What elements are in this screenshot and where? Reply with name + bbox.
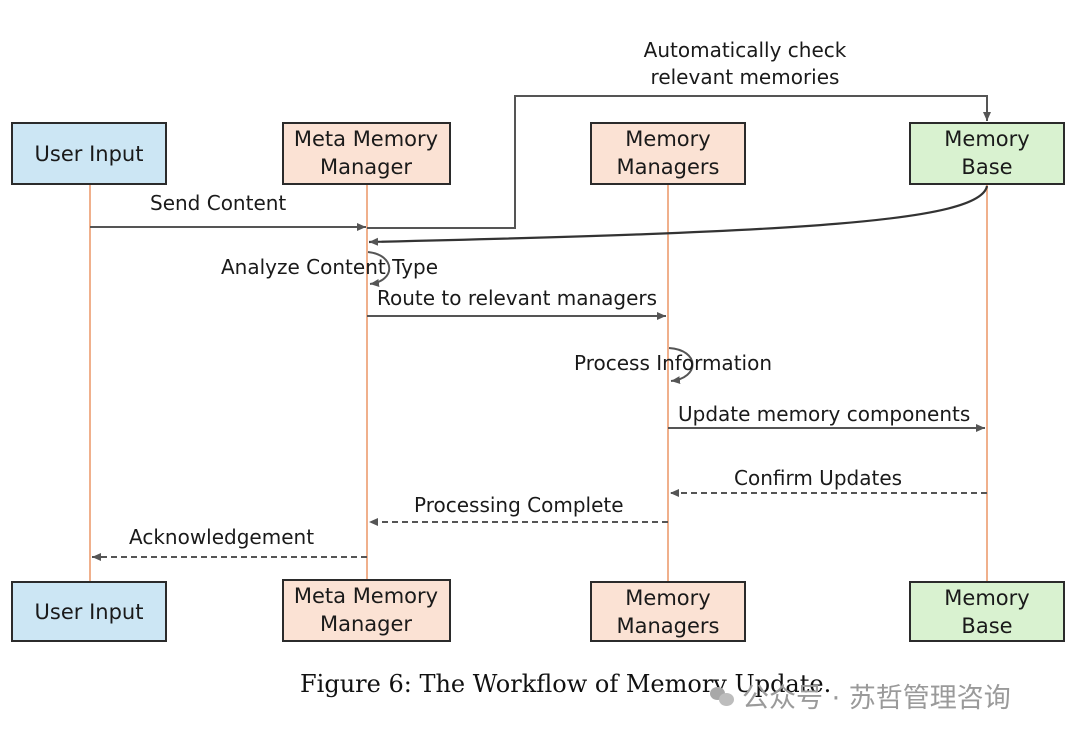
route-label: Route to relevant managers <box>377 286 657 310</box>
participant-label: Memory <box>625 586 710 610</box>
processing-complete-label: Processing Complete <box>414 493 624 517</box>
memory-base-return-arrow <box>368 185 989 246</box>
watermark-text: 公众号 · 苏哲管理咨询 <box>742 683 1011 714</box>
participant-user-input-bottom: User Input <box>11 581 167 642</box>
participant-label: Manager <box>320 155 412 179</box>
participant-meta-memory-manager-bottom: Meta Memory Manager <box>282 579 451 642</box>
process-self-loop-arrow <box>668 347 694 385</box>
auto-check-label: relevant memories <box>651 65 840 89</box>
participant-label: Base <box>961 155 1012 179</box>
participant-label: Manager <box>320 612 412 636</box>
auto-check-label: Automatically check <box>644 38 847 62</box>
figure-caption: Figure 6: The Workflow of Memory Update. <box>300 670 832 698</box>
auto-check-arrow <box>367 95 991 229</box>
participant-label: Memory <box>944 127 1029 151</box>
participant-user-input-top: User Input <box>11 122 167 185</box>
acknowledgement-label: Acknowledgement <box>129 525 314 549</box>
update-components-label: Update memory components <box>678 402 970 426</box>
process-information-label: Process Information <box>574 351 772 375</box>
participant-memory-base-bottom: Memory Base <box>909 581 1065 642</box>
participant-label: Meta Memory <box>294 584 438 608</box>
wechat-icon <box>710 684 734 708</box>
participant-memory-base-top: Memory Base <box>909 122 1065 185</box>
participant-memory-managers-top: Memory Managers <box>590 122 746 185</box>
participant-label: Memory <box>944 586 1029 610</box>
participant-label: Memory <box>625 127 710 151</box>
participant-label: Managers <box>617 155 720 179</box>
watermark: 公众号 · 苏哲管理咨询 <box>710 676 1011 715</box>
confirm-updates-label: Confirm Updates <box>734 466 902 490</box>
participant-label: Managers <box>617 614 720 638</box>
analyze-content-type-label: Analyze Content Type <box>221 255 438 279</box>
send-content-label: Send Content <box>150 191 286 215</box>
participant-label: User Input <box>35 142 144 166</box>
participant-label: Base <box>961 614 1012 638</box>
participant-meta-memory-manager-top: Meta Memory Manager <box>282 122 451 185</box>
participant-label: User Input <box>35 600 144 624</box>
participant-label: Meta Memory <box>294 127 438 151</box>
analyze-self-loop-arrow <box>367 251 391 287</box>
participant-memory-managers-bottom: Memory Managers <box>590 581 746 642</box>
